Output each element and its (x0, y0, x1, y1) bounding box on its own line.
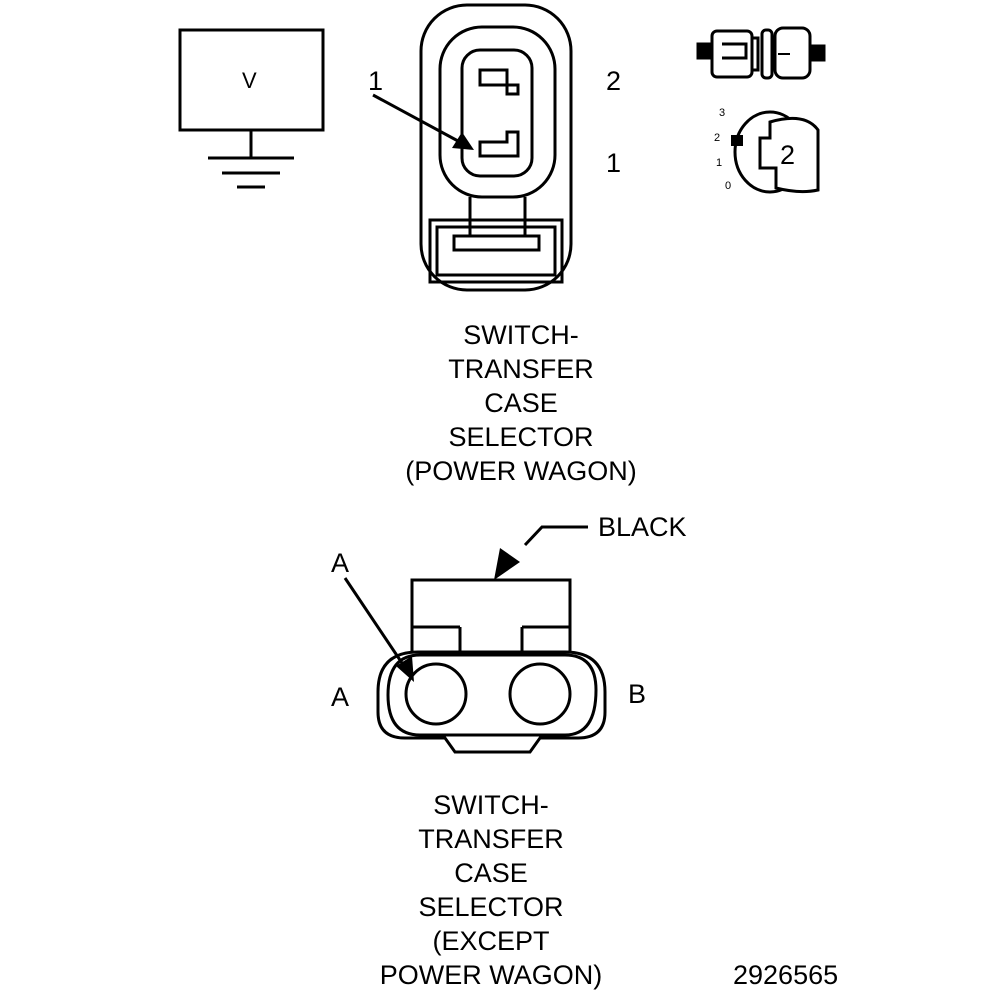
dial-mark-1: 1 (716, 157, 723, 169)
top-caption-line-5: (POWER WAGON) (405, 456, 637, 486)
bottom-connector (376, 578, 607, 754)
bottom-pin-label-b: B (628, 679, 647, 709)
pinA-arrowhead (396, 656, 414, 682)
bottom-caption-line-1: SWITCH- (433, 790, 549, 820)
voltmeter-symbol (178, 28, 325, 189)
pin1-arrowhead (452, 132, 474, 150)
black-callout: BLACK (598, 512, 687, 542)
bottom-pin-callout: A (331, 548, 350, 578)
bottom-caption-line-6: POWER WAGON) (379, 960, 603, 990)
bottom-caption-line-3: CASE (454, 858, 528, 888)
top-caption-line-4: SELECTOR (448, 422, 594, 452)
figure-number: 2926565 (733, 960, 839, 990)
dial-mark-0: 0 (725, 180, 732, 192)
voltmeter-symbol-label: V (242, 68, 257, 93)
dial-position-icon (731, 110, 820, 194)
bottom-caption-line-5: (EXCEPT (432, 926, 550, 956)
top-pin-label-1: 1 (606, 148, 622, 178)
bottom-caption-line-4: SELECTOR (418, 892, 564, 922)
top-pin-callout: 1 (368, 66, 384, 96)
dial-mark-3: 3 (719, 107, 726, 119)
bottom-pin-label-a: A (331, 682, 350, 712)
top-caption-line-3: CASE (484, 388, 558, 418)
top-connector (419, 3, 573, 292)
callout-leaders (343, 93, 588, 667)
bottom-caption-line-2: TRANSFER (418, 824, 564, 854)
dial-mark-2: 2 (714, 132, 721, 144)
black-arrowhead (494, 548, 520, 580)
dial-position-number: 2 (780, 140, 796, 170)
top-connector-caption: SWITCH- TRANSFER CASE SELECTOR (POWER WA… (396, 318, 646, 488)
bottom-connector-caption: SWITCH- TRANSFER CASE SELECTOR (EXCEPT P… (366, 788, 616, 992)
top-caption-line-1: SWITCH- (463, 320, 579, 350)
top-pin-label-2: 2 (606, 66, 622, 96)
connector-plug-icon (696, 26, 826, 80)
top-caption-line-2: TRANSFER (448, 354, 594, 384)
